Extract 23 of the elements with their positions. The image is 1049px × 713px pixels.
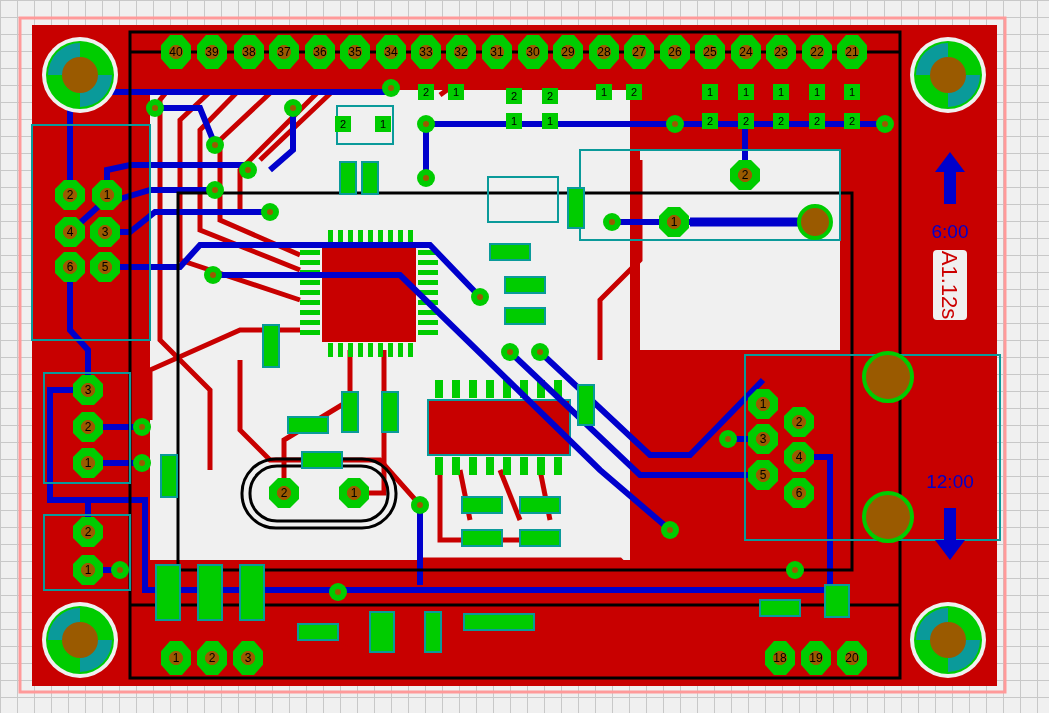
smd-pad: 1 (702, 84, 718, 100)
silkscreen-text: A1.12s (933, 250, 967, 320)
smd-pad: 2 (542, 88, 558, 104)
smd-pad: 2 (702, 113, 718, 129)
smd-pad: 1 (542, 113, 558, 129)
smd-pad: 1 (738, 84, 754, 100)
silkscreen-text: 12:00 (925, 470, 975, 494)
smd-pad: 1 (809, 84, 825, 100)
smd-pad: 1 (844, 84, 860, 100)
smd-pad: 1 (375, 116, 391, 132)
smd-pad: 1 (596, 84, 612, 100)
smd-pad: 2 (738, 113, 754, 129)
smd-pad: 2 (506, 88, 522, 104)
smd-pad: 2 (844, 113, 860, 129)
smd-pad: 1 (448, 84, 464, 100)
smd-pad: 2 (335, 116, 351, 132)
smd-pad: 2 (809, 113, 825, 129)
silkscreen-text: 6:00 (930, 220, 970, 244)
smd-pad: 2 (418, 84, 434, 100)
smd-pad: 2 (773, 113, 789, 129)
smd-pad: 1 (773, 84, 789, 100)
smd-pad: 2 (626, 84, 642, 100)
smd-pad: 1 (506, 113, 522, 129)
